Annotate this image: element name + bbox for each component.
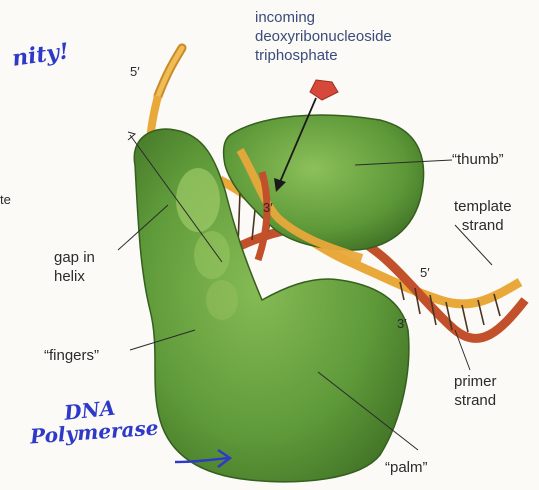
gap-line-2: helix (54, 267, 95, 286)
thumb-label: “thumb” (452, 150, 504, 169)
palm-label: “palm” (385, 458, 428, 477)
gap-line-1: gap in (54, 248, 95, 267)
primer-line-1: primer (454, 372, 497, 391)
handwritten-enzyme-note: DNA Polymerase (30, 396, 158, 444)
five-prime-right-label: 5′ (420, 263, 430, 282)
three-prime-right-label: 3′ (397, 314, 407, 333)
five-prime-top-label: 5′ (130, 62, 140, 81)
template-line-2: strand (454, 216, 512, 235)
edge-fragment-label: te (0, 190, 11, 209)
incoming-label: incoming deoxyribonucleoside triphosphat… (255, 8, 392, 65)
fingers-label: “fingers” (44, 346, 99, 365)
template-line-1: template (454, 197, 512, 216)
three-prime-mid-label: 3′ (263, 198, 273, 217)
primer-strand-label: primer strand (454, 372, 497, 410)
gap-in-helix-label: gap in helix (54, 248, 95, 286)
template-strand-label: template strand (454, 197, 512, 235)
handwritten-polymerase: Polymerase (29, 416, 159, 449)
incoming-nucleotide (310, 80, 338, 100)
primer-line-2: strand (454, 391, 497, 410)
incoming-line-1: incoming (255, 8, 392, 27)
incoming-line-3: triphosphate (255, 46, 392, 65)
incoming-line-2: deoxyribonucleoside (255, 27, 392, 46)
